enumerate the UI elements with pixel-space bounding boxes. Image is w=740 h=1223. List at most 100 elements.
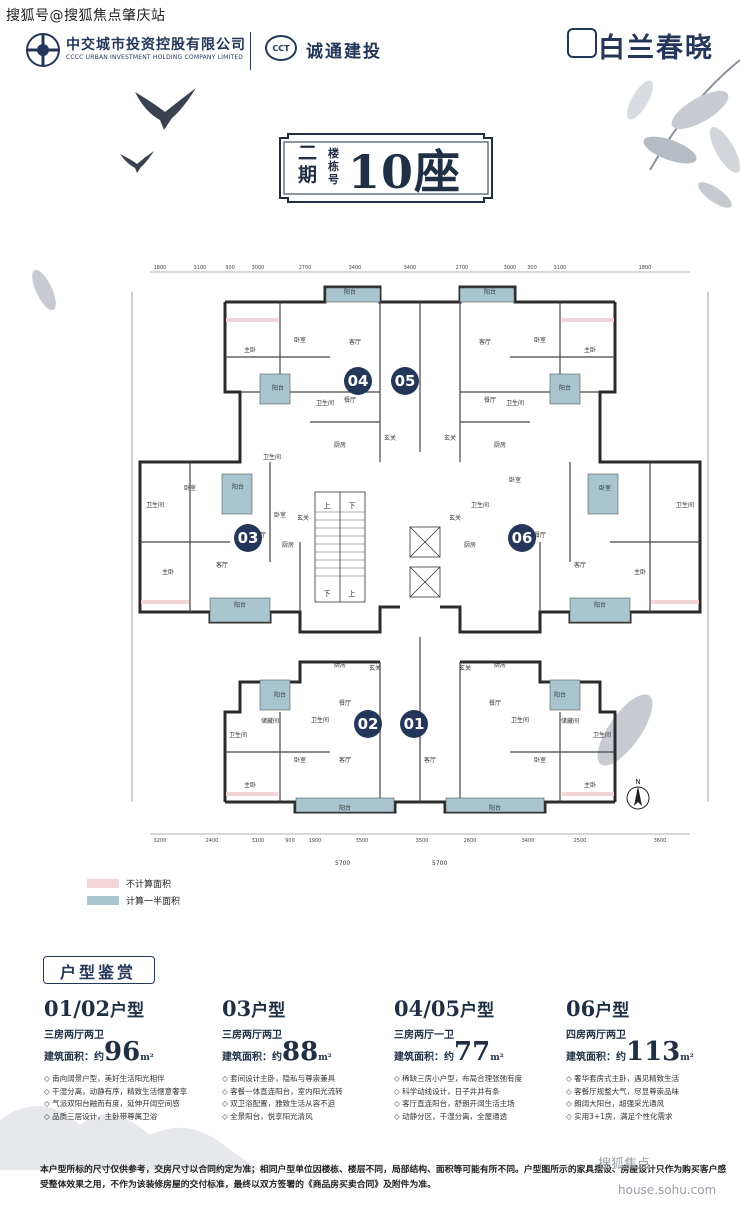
room-balcony-03b: 阳台 (234, 601, 246, 609)
cct-logo-icon: CCT (265, 35, 297, 61)
room-balcony-05b: 阳台 (559, 384, 571, 392)
type-area-value: 77 (454, 1037, 491, 1067)
bottom-dimensions: 3200 2400 3100 900 1900 3500 3500 2600 3… (154, 838, 667, 842)
room-balcony-01b: 阳台 (554, 691, 566, 699)
section-title-frame (43, 956, 155, 984)
room-dining-05: 餐厅 (484, 396, 496, 404)
title-phase: 二期 (298, 142, 318, 186)
dim-bot-10: 2500 (574, 838, 587, 842)
type-rooms: 三房两厅两卫 (222, 1030, 282, 1041)
dim-top-1: 1800 (154, 265, 167, 271)
ink-leaf-right (597, 694, 653, 766)
type-features: 稀缺三房小户型，布局合理张弛有度 科学动线设计，日子井井有条 客厅直连阳台，舒朗… (394, 1073, 566, 1123)
room-bath-02: 卫生间 (311, 716, 329, 724)
type-area-value: 96 (104, 1037, 141, 1067)
room-living-01: 客厅 (424, 756, 436, 764)
room-dining-02: 餐厅 (339, 699, 351, 707)
room-bedroom-02: 卧室 (294, 756, 306, 764)
room-bath-04: 卫生间 (316, 399, 334, 407)
room-entry-06: 玄关 (449, 514, 461, 522)
ink-leaf-left (32, 269, 56, 311)
stair-up-label-2: 上 (349, 589, 356, 598)
dim-top-8: 2700 (456, 265, 469, 271)
partner-name: 诚通建投 (306, 42, 382, 62)
unit-badge-01: 01 (400, 710, 428, 738)
stair-down-label-1: 下 (349, 502, 356, 510)
dim-top-10: 300 (527, 265, 537, 271)
room-balcony-02b: 阳台 (274, 691, 286, 699)
dim-bot-9: 3400 (522, 838, 535, 842)
feature-item: 稀缺三房小户型，布局合理张弛有度 (394, 1073, 566, 1086)
feature-item: 双卫浴配置，雅致生活从容不迫 (222, 1098, 394, 1111)
unit-badge-06: 06 (508, 524, 536, 552)
ink-foliage-top-right (627, 59, 740, 208)
room-balcony-03: 阳台 (232, 483, 244, 491)
type-suffix: 户型 (595, 1001, 630, 1021)
stair-up-label-1: 上 (324, 501, 331, 510)
type-heading: 03户型 (222, 996, 394, 1021)
room-living-06: 客厅 (574, 561, 586, 569)
non-counted-area (141, 318, 699, 796)
watermark-bottom: 搜狐焦点 (598, 1157, 651, 1172)
type-heading: 06户型 (566, 996, 738, 1021)
dim-bot-7: 3500 (416, 838, 429, 842)
dim-bot-4: 900 (285, 838, 295, 842)
type-code: 01/02 (44, 996, 111, 1021)
dim-bot-8: 2600 (464, 838, 477, 842)
stair-labels: 上 下 下 上 (324, 501, 356, 598)
section-title: 户型鉴赏 (60, 963, 137, 982)
half-counted-balconies (209, 287, 631, 813)
room-kitchen-05: 厨房 (494, 441, 506, 449)
dim-bottom-lower-1: 5700 (335, 860, 351, 867)
dim-bot-3: 3100 (252, 838, 265, 842)
type-suffix: 户型 (251, 1001, 286, 1021)
type-suffix: 户型 (460, 1001, 495, 1021)
dim-top-6: 3400 (349, 265, 362, 271)
room-bedroom-05: 卧室 (534, 336, 546, 344)
legend-label-non-counted: 不计算面积 (126, 880, 172, 890)
watermark-text: 搜狐号@搜狐焦点肇庆站 (6, 8, 166, 24)
type-rooms: 四房两厅两卫 (566, 1030, 626, 1041)
room-labels: 主卧 卧室 阳台 客厅 餐厅 阳台 卫生间 厨房 玄关 主卧 卧室 阳台 客厅 … (146, 288, 694, 812)
company-name-en: CCCC URBAN INVESTMENT HOLDING COMPANY LI… (66, 54, 244, 61)
type-features: 南向阔景户型，美好生活阳光相伴 干湿分离，动静有序，精致生活惬意奢享 气派双阳台… (44, 1073, 216, 1123)
feature-item: 气派双阳台融而有度，延伸开阔空间感 (44, 1098, 216, 1111)
unit-badge-05: 05 (391, 367, 419, 395)
type-area-row: 建筑面积：约77m² (394, 1037, 566, 1067)
stair-core (314, 491, 441, 603)
type-area-row: 建筑面积：约113m² (566, 1037, 738, 1067)
room-balcony-05: 阳台 (484, 288, 496, 296)
type-area-value: 113 (626, 1037, 681, 1067)
feature-item: 干湿分离，动静有序，精致生活惬意奢享 (44, 1086, 216, 1099)
feature-item: 套间设计主卧，隐私与尊崇兼具 (222, 1073, 394, 1086)
type-area-unit: m² (318, 1053, 332, 1063)
room-bath-03b: 卫生间 (263, 453, 281, 461)
project-brand: 白兰春晓 (598, 33, 714, 64)
type-suffix: 户型 (110, 1001, 145, 1021)
dim-bot-1: 3200 (154, 838, 167, 842)
room-entry-03: 玄关 (297, 514, 309, 522)
room-master-06: 主卧 (634, 568, 646, 576)
type-area-unit: m² (140, 1053, 154, 1063)
type-heading: 01/02户型 (44, 996, 216, 1021)
room-living-04: 客厅 (349, 338, 361, 346)
type-area-label: 建筑面积：约 (566, 1052, 626, 1063)
dim-top-3: 300 (225, 265, 235, 271)
room-master-01: 主卧 (584, 781, 596, 789)
legend-swatch-non-counted (87, 879, 119, 888)
feature-item: 全景阳台，悦享阳光清风 (222, 1111, 394, 1124)
room-storage-02: 储藏间 (261, 717, 279, 725)
compass-icon: N (626, 778, 650, 810)
unit-type-03: 03户型 三房两厅两卫 建筑面积：约88m² 套间设计主卧，隐私与尊崇兼具 客餐… (222, 996, 394, 1123)
feature-item: 奢华套房式主卧，遇见精致生活 (566, 1073, 738, 1086)
room-balcony-01: 阳台 (489, 804, 501, 812)
dim-top-12: 1800 (639, 265, 652, 271)
watermark-bottom-url: house.sohu.com (618, 1183, 717, 1197)
room-dining-04: 餐厅 (344, 396, 356, 404)
room-bath-02b: 卫生间 (229, 731, 247, 739)
type-heading: 04/05户型 (394, 996, 566, 1021)
room-entry-04: 玄关 (384, 434, 396, 442)
room-entry-02: 玄关 (369, 664, 381, 672)
swallow-bird-small-icon (120, 151, 154, 173)
type-code: 04/05 (394, 996, 461, 1021)
